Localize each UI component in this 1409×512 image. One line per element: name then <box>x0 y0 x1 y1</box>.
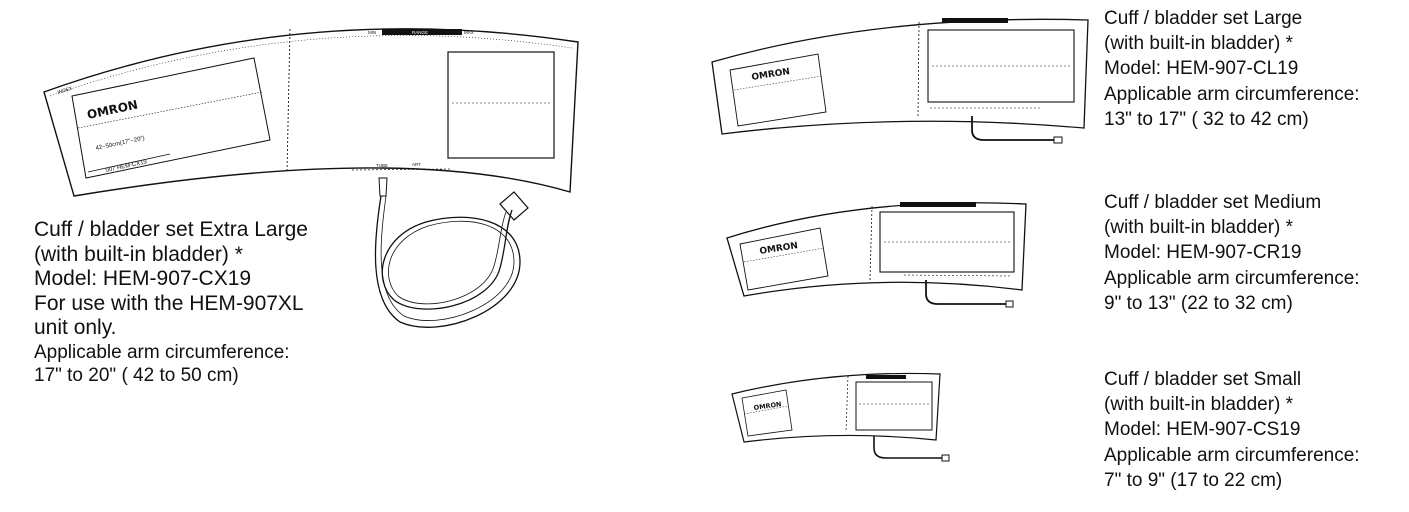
caption-extra-large: Cuff / bladder set Extra Large (with bui… <box>34 218 308 387</box>
small-tube-plug <box>941 454 950 462</box>
caption-medium-model: Model: HEM-907-CR19 <box>1104 242 1302 264</box>
small-bladder-window <box>855 381 933 431</box>
medium-brand-logo: OMRON <box>759 241 799 257</box>
caption-xl-title: Cuff / bladder set Extra Large <box>34 218 308 241</box>
medium-tube-plug <box>1005 300 1014 308</box>
xl-cuff-outline <box>43 28 579 197</box>
caption-large-circumference-value: 13" to 17" ( 32 to 42 cm) <box>1104 108 1309 130</box>
caption-small-subtitle: (with built-in bladder) * <box>1104 394 1294 416</box>
cuff-medium <box>726 202 1027 308</box>
xl-brand-logo: OMRON <box>86 98 139 122</box>
xl-label-panel <box>71 57 271 179</box>
xl-inner-border <box>49 35 573 97</box>
caption-xl-circumference-label: Applicable arm circumference: <box>34 341 290 363</box>
xl-cuff-fold-line <box>286 28 291 173</box>
large-bladder-window <box>927 29 1075 103</box>
medium-bladder-window <box>879 211 1015 273</box>
medium-bottom-line <box>903 274 1011 277</box>
large-cuff-outline <box>711 18 1089 135</box>
xl-size-text: 42~50cm(17"~20") <box>95 136 145 152</box>
xl-tube-connector <box>378 177 388 197</box>
caption-medium-circumference-value: 9" to 13" (22 to 32 cm) <box>1104 292 1293 314</box>
xl-label-divider <box>77 91 263 129</box>
xl-range-mark: RANGE <box>412 30 428 35</box>
xl-tube-outer <box>374 195 521 328</box>
caption-medium-title: Cuff / bladder set Medium <box>1104 192 1322 213</box>
caption-large: Cuff / bladder set Large (with built-in … <box>1104 6 1360 132</box>
caption-xl-model: Model: HEM-907-CX19 <box>34 267 252 290</box>
caption-large-title: Cuff / bladder set Large <box>1104 8 1303 29</box>
caption-xl-subtitle: (with built-in bladder) * <box>34 242 243 266</box>
caption-small-circumference-value: 7" to 9" (17 to 22 cm) <box>1104 469 1283 491</box>
small-tube <box>873 436 942 459</box>
xl-tube-art-line <box>351 168 453 171</box>
caption-large-model: Model: HEM-907-CL19 <box>1104 58 1299 80</box>
medium-tube <box>925 280 1006 305</box>
xl-tube-plug <box>499 191 529 221</box>
xl-min-mark: MIN <box>368 30 376 35</box>
xl-index-mark: INDEX <box>57 86 74 96</box>
large-tube-plug <box>1053 136 1063 144</box>
small-cuff-fold-line <box>845 375 849 433</box>
xl-tube-mark: TUBE <box>376 163 388 168</box>
caption-large-circumference-label: Applicable arm circumference: <box>1104 83 1360 105</box>
large-label-panel <box>729 53 827 127</box>
medium-label-panel <box>739 227 829 291</box>
cuff-extra-large <box>43 28 579 328</box>
xl-bladder-window <box>447 51 555 159</box>
caption-xl-circumference-value: 17" to 20" ( 42 to 50 cm) <box>34 364 239 386</box>
cuff-large <box>711 18 1089 144</box>
small-range-bar <box>866 375 906 379</box>
caption-small-model: Model: HEM-907-CS19 <box>1104 419 1301 441</box>
xl-baseline <box>87 153 171 173</box>
caption-large-subtitle: (with built-in bladder) * <box>1104 33 1294 55</box>
small-label-divider <box>743 405 789 415</box>
small-cuff-outline <box>731 372 941 443</box>
small-brand-logo: OMRON <box>753 400 782 412</box>
caption-medium: Cuff / bladder set Medium (with built-in… <box>1104 190 1360 316</box>
medium-cuff-fold-line <box>869 205 873 281</box>
caption-medium-subtitle: (with built-in bladder) * <box>1104 217 1294 239</box>
small-label-panel <box>741 389 793 437</box>
xl-max-mark: MAX <box>464 30 474 35</box>
large-brand-logo: OMRON <box>751 67 791 83</box>
medium-range-bar <box>900 202 976 207</box>
caption-small: Cuff / bladder set Small (with built-in … <box>1104 367 1360 493</box>
large-range-bar <box>942 18 1008 23</box>
caption-medium-circumference-label: Applicable arm circumference: <box>1104 267 1360 289</box>
xl-art-mark: ART <box>412 162 421 167</box>
caption-small-title: Cuff / bladder set Small <box>1104 369 1302 390</box>
cuff-small <box>731 372 950 462</box>
xl-tube-inner <box>380 195 515 321</box>
large-cuff-fold-line <box>917 21 920 119</box>
xl-range-bar <box>382 29 462 35</box>
caption-xl-usage: For use with the HEM-907XL <box>34 291 304 315</box>
caption-small-circumference-label: Applicable arm circumference: <box>1104 444 1360 466</box>
medium-cuff-outline <box>726 202 1027 297</box>
large-tube <box>971 116 1054 141</box>
caption-xl-usage-cont: unit only. <box>34 316 117 339</box>
